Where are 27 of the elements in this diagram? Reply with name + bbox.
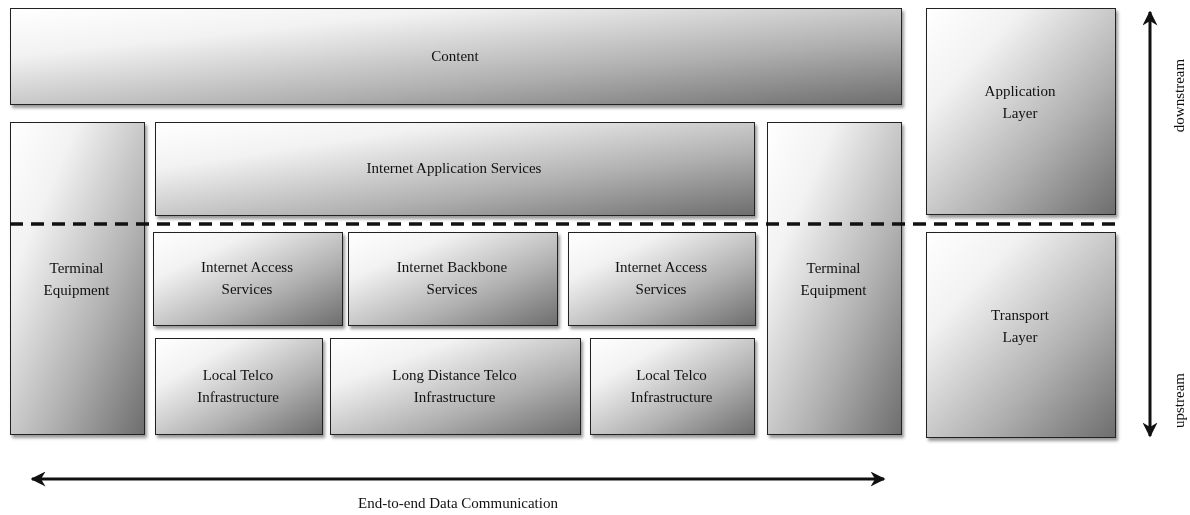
layer-box — [155, 122, 755, 216]
layer-label: Internet Application Services — [365, 159, 543, 178]
layer-box — [153, 232, 343, 326]
layer-box — [926, 232, 1116, 438]
layer-label: Internet Backbone Services — [395, 258, 509, 299]
layer-box — [348, 232, 558, 326]
layer-box — [155, 338, 323, 435]
direction-label: downstream — [1170, 58, 1188, 132]
layer-box — [926, 8, 1116, 215]
layer-label: Long Distance Telco Infrastructure — [391, 365, 518, 407]
layer-label: Application Layer — [983, 82, 1057, 123]
layer-label: Internet Access Services — [199, 258, 294, 299]
layer-box — [330, 338, 581, 435]
layer-label: Local Telco Infrastructure — [196, 365, 280, 407]
layer-label: Internet Access Services — [613, 258, 708, 299]
layer-box — [767, 122, 902, 435]
axis-label: End-to-end Data Communication — [358, 494, 558, 512]
layer-label: Local Telco Infrastructure — [629, 365, 714, 407]
layer-box — [10, 8, 902, 105]
layer-box — [10, 122, 145, 435]
layer-label: Content — [430, 46, 480, 66]
direction-label: upstream — [1170, 372, 1188, 428]
layer-box — [590, 338, 755, 435]
layer-box — [568, 232, 756, 326]
layer-label: Terminal Equipment — [799, 259, 868, 300]
layer-label: Terminal Equipment — [42, 259, 111, 300]
layer-label: Transport Layer — [990, 306, 1050, 347]
